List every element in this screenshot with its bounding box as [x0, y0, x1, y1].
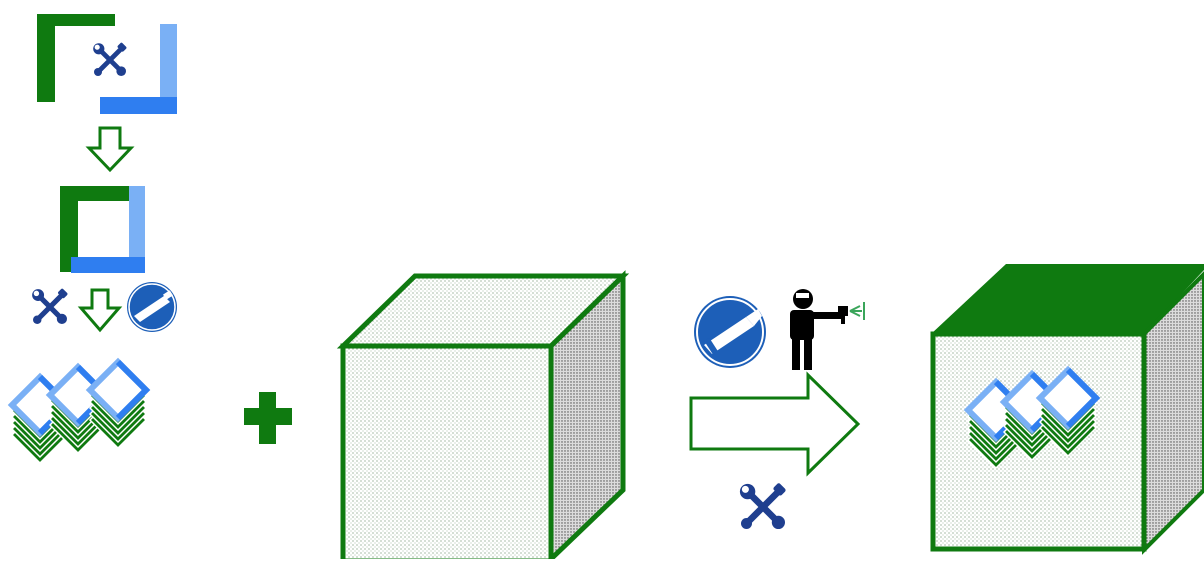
panel-stack-icon	[12, 362, 146, 463]
glue-mandatory-sign-icon	[694, 296, 766, 368]
plus-icon	[244, 392, 292, 444]
tools-icon	[739, 482, 787, 529]
glue-mandatory-sign-icon	[127, 282, 177, 332]
spray-painter-icon	[790, 289, 865, 370]
right-arrow-icon	[689, 371, 861, 477]
down-arrow-icon	[77, 288, 123, 333]
corner-brackets	[37, 14, 177, 114]
down-arrow-icon	[85, 126, 135, 173]
tools-icon	[32, 287, 69, 324]
tools-icon	[93, 42, 128, 76]
closed-frame	[60, 186, 145, 273]
open-cube-icon	[336, 270, 630, 564]
